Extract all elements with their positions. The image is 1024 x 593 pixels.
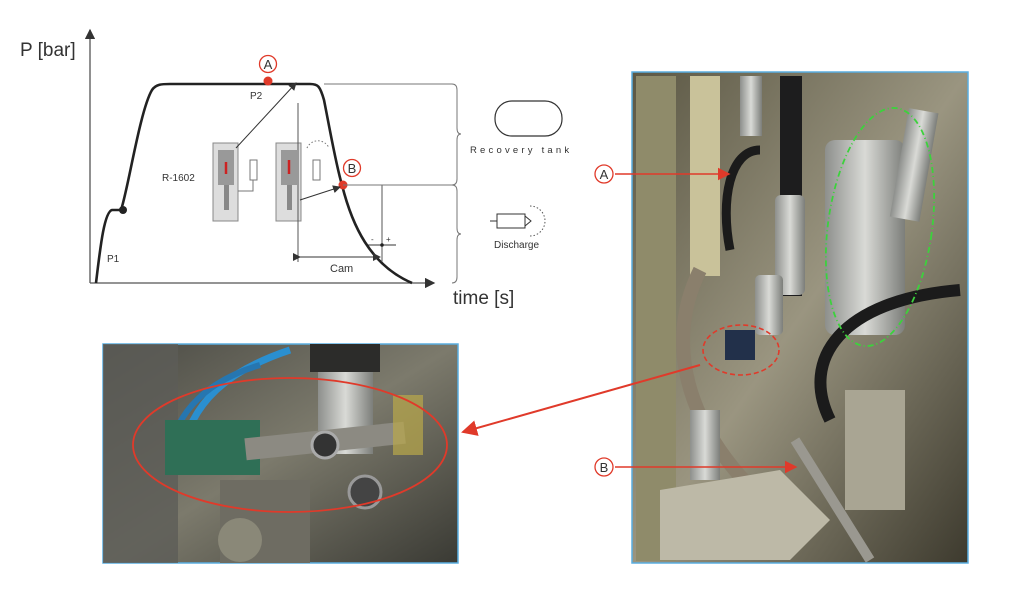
y-axis-label: P [bar] (20, 40, 76, 61)
brace-recovery (451, 83, 462, 186)
curve-point (119, 206, 127, 214)
highlight-ellipse-red (132, 377, 448, 513)
p2-label: P2 (250, 91, 263, 102)
pressure-chart: P [bar] time [s] P1 P2 R-1602 A B (20, 28, 572, 309)
cam-label: Cam (330, 263, 353, 275)
marker-a-label: A (264, 57, 273, 72)
marker-a-circle (258, 54, 278, 74)
valve-icon-closed (212, 82, 297, 222)
photo-marker-a-label: A (600, 167, 609, 182)
valve-icon-open (275, 140, 341, 222)
recovery-tank-icon (494, 100, 563, 137)
recovery-tank-label: Recovery tank (470, 145, 572, 156)
adjust-point (380, 243, 384, 247)
photo-marker-b-label: B (600, 460, 609, 475)
plus-label: + (386, 235, 391, 244)
photo-marker-b-circle (594, 457, 614, 477)
detail-photo (102, 343, 459, 564)
marker-b-circle (342, 158, 362, 178)
discharge-label: Discharge (494, 240, 539, 251)
pressure-curve (94, 82, 413, 285)
marker-b-label: B (348, 161, 357, 176)
machine-photo (631, 71, 969, 564)
brace-discharge (451, 184, 462, 284)
valve-label: R-1602 (162, 173, 195, 184)
highlight-ellipse-red-small (702, 324, 780, 376)
detail-connector-arrow (461, 364, 701, 436)
p1-label: P1 (107, 254, 120, 265)
point-a (263, 76, 273, 86)
minus-label: - (371, 235, 374, 244)
highlight-ellipse-green (824, 107, 936, 347)
discharge-icon (490, 205, 546, 237)
x-axis-label: time [s] (453, 288, 514, 309)
photo-marker-a-circle (594, 164, 614, 184)
